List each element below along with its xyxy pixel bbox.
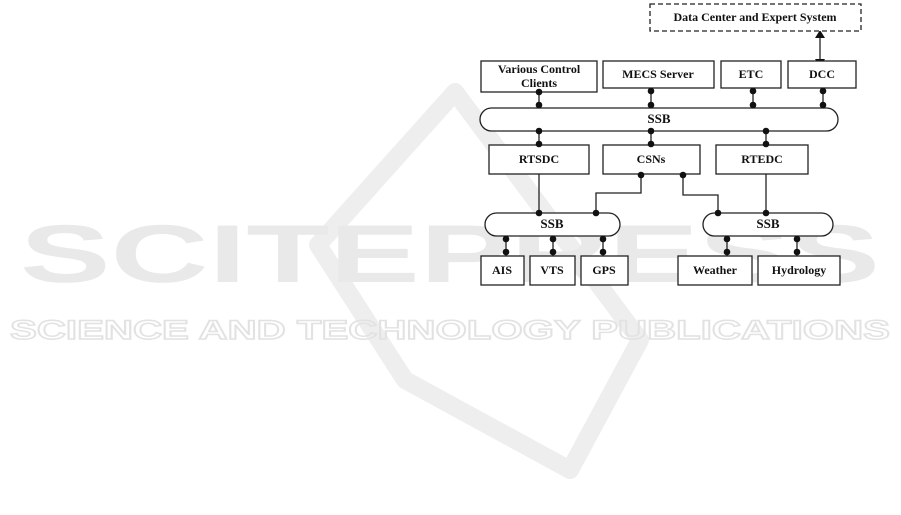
junction-dot xyxy=(648,128,655,135)
rtedc-label: RTEDC xyxy=(741,152,783,166)
junction-dot xyxy=(600,249,607,256)
junction-dot xyxy=(550,249,557,256)
vts-label: VTS xyxy=(540,263,564,277)
junction-dot xyxy=(750,102,757,109)
junction-dot xyxy=(820,102,827,109)
data-center-label: Data Center and Expert System xyxy=(673,10,836,24)
junction-dot xyxy=(724,236,731,243)
left-ssb-label: SSB xyxy=(540,216,563,231)
hydrology-label: Hydrology xyxy=(772,263,826,277)
junction-dot xyxy=(536,102,543,109)
gps-label: GPS xyxy=(592,263,616,277)
junction-dot xyxy=(724,249,731,256)
junction-dot xyxy=(600,236,607,243)
junction-dot xyxy=(536,128,543,135)
link-csns-leftbus xyxy=(596,174,641,213)
junction-dot xyxy=(503,236,510,243)
junction-dot xyxy=(680,172,687,179)
watermark-tagline: SCIENCE AND TECHNOLOGY PUBLICATIONS xyxy=(10,315,890,345)
junction-dot xyxy=(638,172,645,179)
junction-dot xyxy=(536,141,543,148)
junction-dot xyxy=(820,88,827,95)
junction-dot xyxy=(794,249,801,256)
junction-dot xyxy=(763,210,770,217)
junction-dot xyxy=(763,128,770,135)
etc-label: ETC xyxy=(739,67,764,81)
junction-dot xyxy=(536,210,543,217)
junction-dot xyxy=(648,102,655,109)
junction-dot xyxy=(503,249,510,256)
junction-dot xyxy=(593,210,600,217)
junction-dot xyxy=(648,141,655,148)
ais-label: AIS xyxy=(492,263,512,277)
junction-dot xyxy=(536,89,543,96)
weather-label: Weather xyxy=(693,263,738,277)
rtsdc-label: RTSDC xyxy=(519,152,559,166)
junction-dot xyxy=(648,88,655,95)
main-ssb-label: SSB xyxy=(647,111,670,126)
clients-label-line1: Various Control xyxy=(498,62,581,76)
link-csns-rightbus xyxy=(683,174,718,213)
clients-label-line2: Clients xyxy=(521,76,557,90)
dcc-label: DCC xyxy=(809,67,835,81)
csns-label: CSNs xyxy=(637,152,666,166)
junction-dot xyxy=(715,210,722,217)
junction-dot xyxy=(763,141,770,148)
junction-dot xyxy=(550,236,557,243)
mecs-server-label: MECS Server xyxy=(622,67,694,81)
junction-dot xyxy=(794,236,801,243)
right-ssb-label: SSB xyxy=(756,216,779,231)
junction-dot xyxy=(750,88,757,95)
